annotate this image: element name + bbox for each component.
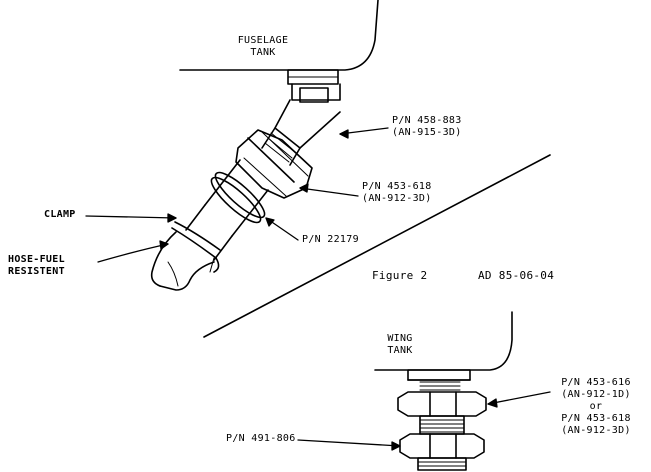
fuselage-tank-label-line2: TANK (250, 47, 276, 58)
clamp-label: CLAMP (44, 209, 76, 220)
or-text: or (589, 401, 603, 412)
pn-491-806-label: P/N 491-806 (226, 433, 296, 444)
an-915-3d: (AN-915-3D) (392, 127, 462, 138)
fuselage-tank-label: FUSELAGE TANK (228, 35, 298, 59)
ad-number: AD 85-06-04 (478, 269, 555, 282)
fuel-pipe (185, 159, 269, 261)
an-912-1d: (AN-912-1D) (561, 389, 631, 400)
an-912-3d-bottom: (AN-912-3D) (561, 425, 631, 436)
pn-453-618-top: P/N 453-618 (362, 181, 432, 192)
an-912-3d-top: (AN-912-3D) (362, 193, 432, 204)
fuselage-tank-label-line1: FUSELAGE (237, 35, 289, 46)
wing-tank-outline (374, 311, 513, 371)
hose-label-line2: RESISTENT (8, 266, 65, 277)
fuel-hose (150, 221, 221, 291)
pn-458-883: P/N 458-883 (392, 115, 462, 126)
fuselage-tank-outline (179, 0, 379, 71)
elbow-part-label: P/N 458-883 (AN-915-3D) (392, 115, 462, 139)
lower-fitting-stack (397, 369, 487, 471)
hose-label-line1: HOSE-FUEL (8, 254, 65, 265)
wing-tank-label-line1: WING (387, 333, 413, 344)
pn-453-618-bottom: P/N 453-618 (561, 413, 631, 424)
lower-nut-part-label: P/N 453-616 (AN-912-1D) or P/N 453-618 (… (548, 377, 644, 437)
figure-caption: Figure 2 (372, 269, 428, 282)
upper-nut-part-label: P/N 453-618 (AN-912-3D) (362, 181, 432, 205)
leader-arrows (85, 127, 551, 451)
elbow-fitting (261, 83, 341, 166)
pn-453-616: P/N 453-616 (561, 377, 631, 388)
pn-22179-label: P/N 22179 (302, 234, 359, 245)
separator-line (203, 154, 551, 338)
wing-tank-label-line2: TANK (387, 345, 413, 356)
hose-label: HOSE-FUEL RESISTENT (8, 254, 65, 278)
wing-tank-label: WING TANK (370, 333, 430, 357)
